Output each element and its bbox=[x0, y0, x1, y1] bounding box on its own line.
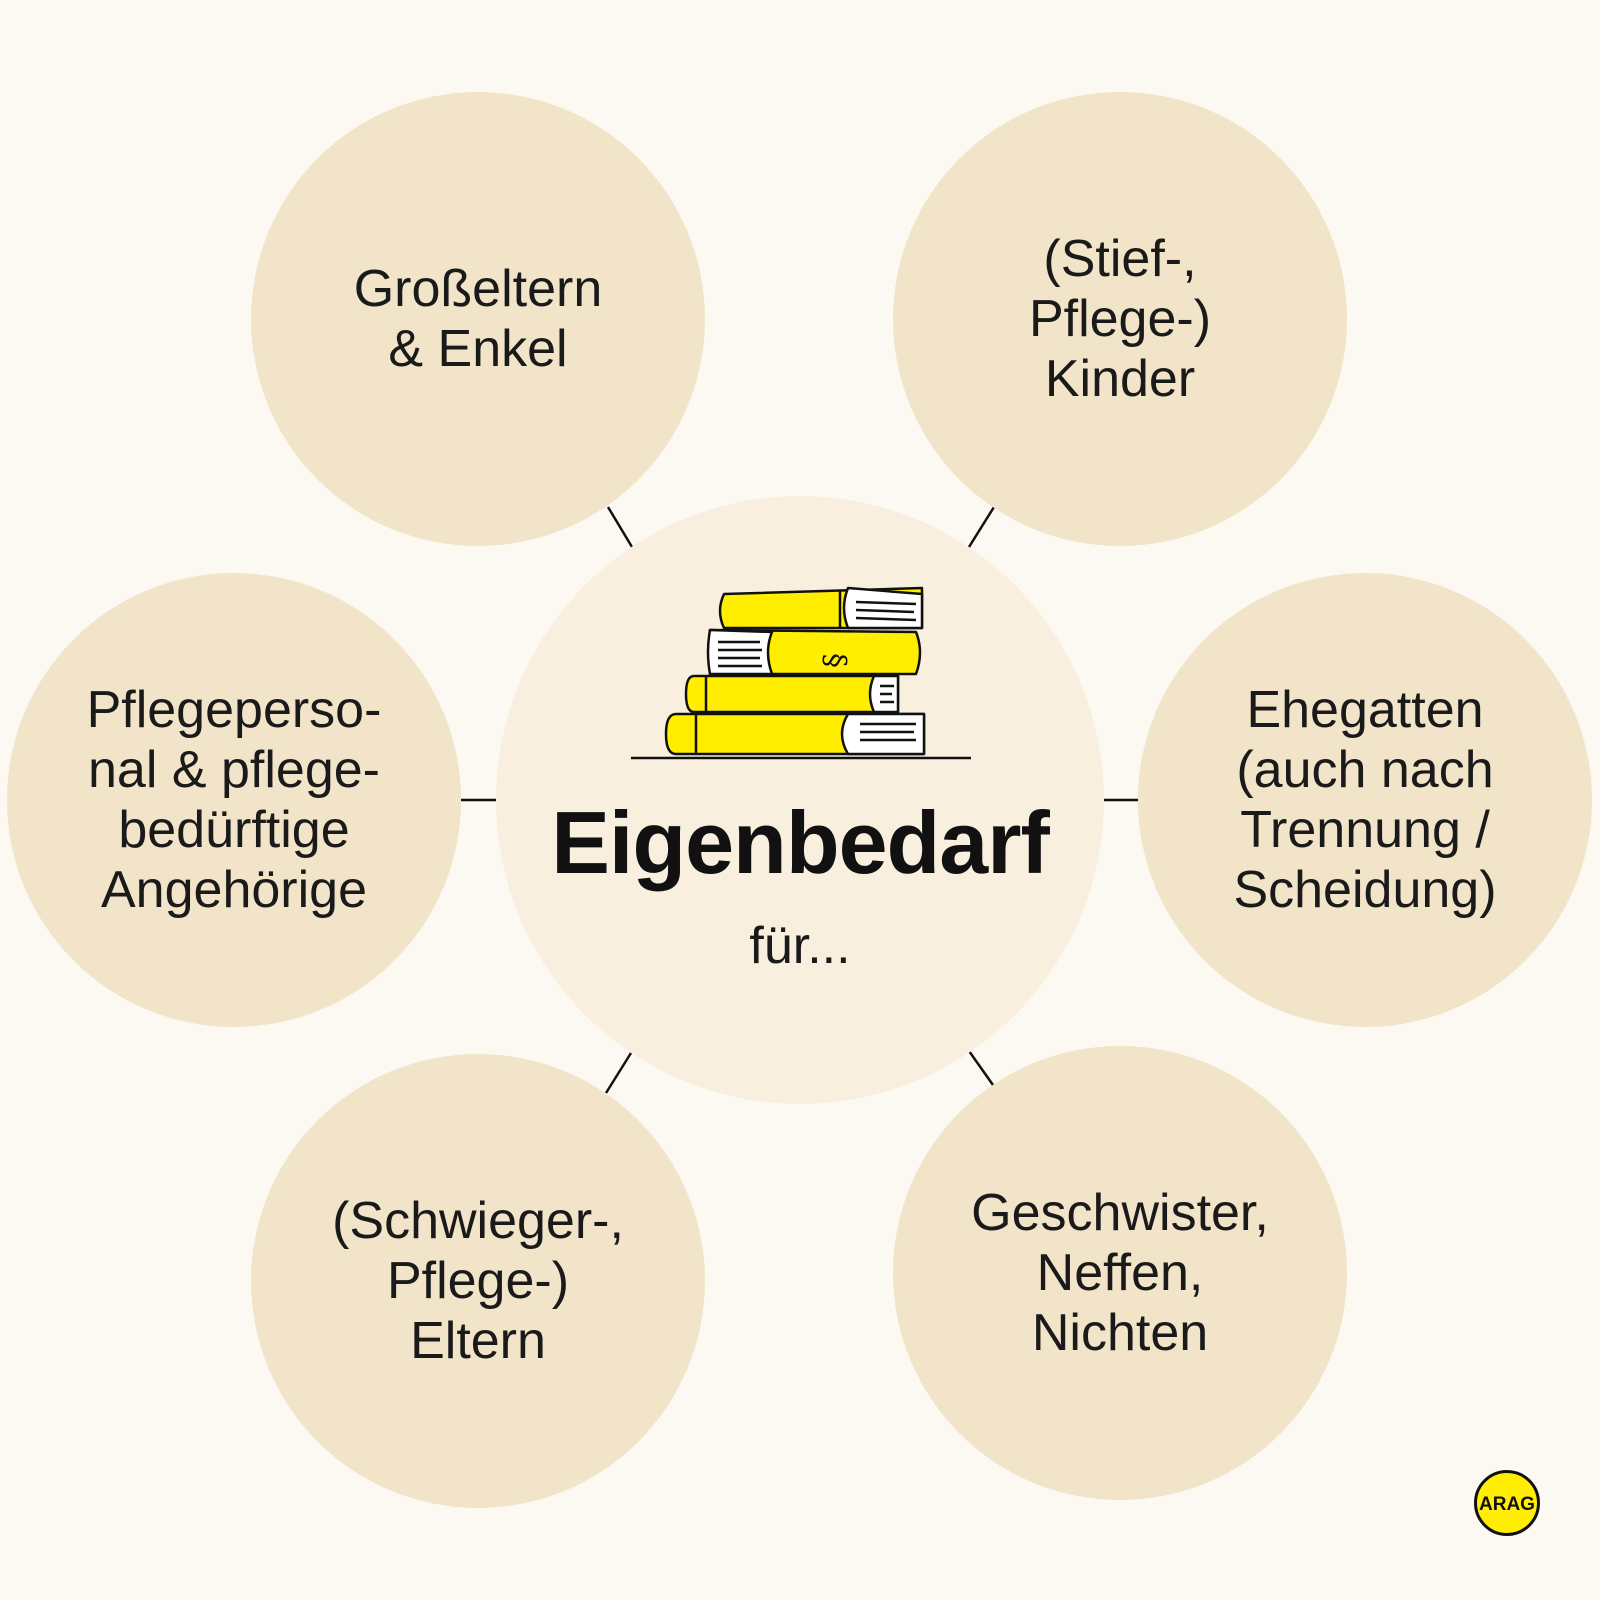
connector-geschwister bbox=[967, 1050, 995, 1086]
center-title: Eigenbedarf bbox=[551, 793, 1050, 892]
section-symbol: § bbox=[817, 653, 852, 668]
bubble-pflegepersonal-label: Pflegeperso- nal & pflege- bedürftige An… bbox=[86, 681, 382, 919]
bubble-eltern-label: (Schwieger-, Pflege-) Eltern bbox=[332, 1192, 624, 1370]
connector-grosseltern bbox=[606, 506, 634, 548]
arag-logo-text: ARAG bbox=[1479, 1494, 1535, 1515]
center-subtitle: für... bbox=[749, 917, 851, 975]
bubble-ehegatten: Ehegatten (auch nach Trennung / Scheidun… bbox=[1138, 573, 1592, 1027]
bubble-pflegepersonal: Pflegeperso- nal & pflege- bedürftige An… bbox=[7, 573, 461, 1027]
bubble-eltern: (Schwieger-, Pflege-) Eltern bbox=[251, 1054, 705, 1508]
bubble-grosseltern-label: Großeltern & Enkel bbox=[353, 260, 603, 378]
books-stack-icon: § bbox=[631, 586, 971, 760]
connector-kinder bbox=[967, 506, 996, 548]
bubble-kinder: (Stief-, Pflege-) Kinder bbox=[893, 92, 1347, 546]
connector-eltern bbox=[604, 1052, 633, 1094]
bubble-geschwister-label: Geschwister, Neffen, Nichten bbox=[971, 1184, 1269, 1362]
arag-logo: ARAG bbox=[1474, 1470, 1540, 1536]
center-circle: § Eigenbedarf für... bbox=[496, 496, 1104, 1104]
arag-logo-mark: ARAG bbox=[1479, 1494, 1535, 1515]
bubble-grosseltern: Großeltern & Enkel bbox=[251, 92, 705, 546]
bubble-kinder-label: (Stief-, Pflege-) Kinder bbox=[1028, 230, 1212, 408]
bubble-ehegatten-label: Ehegatten (auch nach Trennung / Scheidun… bbox=[1233, 681, 1497, 919]
bubble-geschwister: Geschwister, Neffen, Nichten bbox=[893, 1046, 1347, 1500]
